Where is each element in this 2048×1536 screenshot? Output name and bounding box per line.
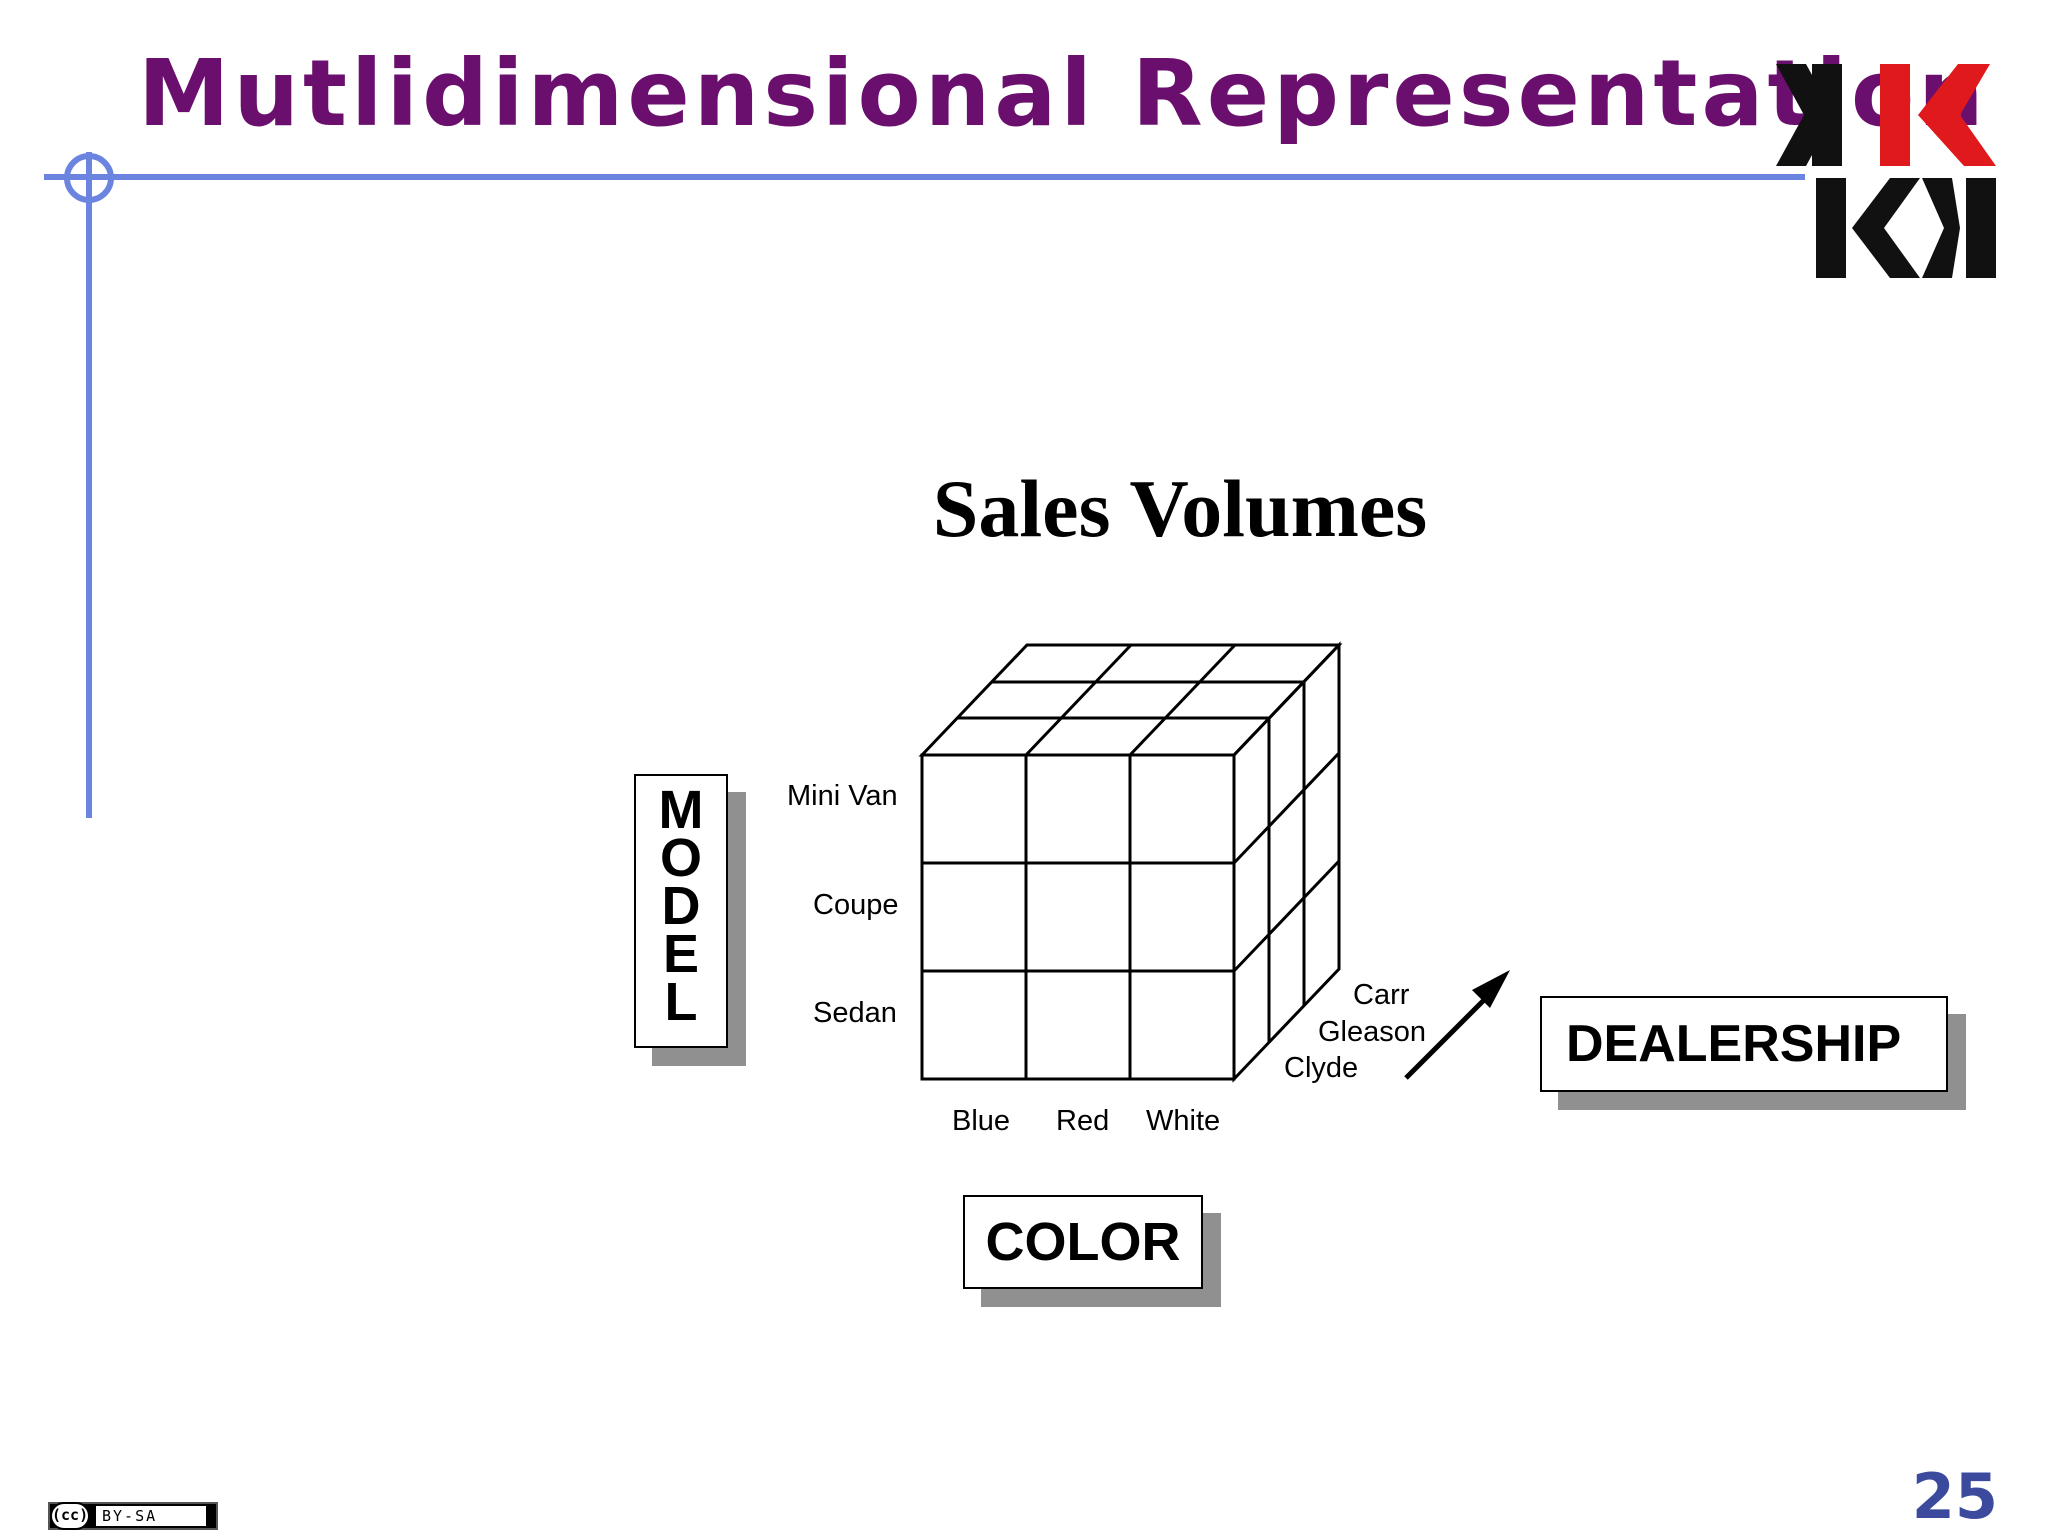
dealership-label-clyde: Clyde [1284,1052,1359,1084]
kk-logo-icon [1776,64,1996,278]
color-label-red: Red [1056,1105,1110,1137]
color-dimension-box: COLOR [963,1195,1203,1289]
model-label-mini-van: Mini Van [787,780,898,812]
model-letter: E [662,924,700,984]
cc-icon: (cc) [50,1502,90,1530]
crosshair-circle [64,153,114,203]
model-letter: M [658,780,704,840]
color-label-white: White [1146,1105,1221,1137]
model-label-coupe: Coupe [813,889,899,921]
model-letter: O [659,828,702,888]
license-text: BY-SA [96,1506,206,1526]
model-label-sedan: Sedan [813,997,897,1029]
page-number: 25 [1911,1460,1998,1533]
data-cube [918,641,1343,1083]
model-letter: D [661,876,701,936]
cube-top-face [918,643,1343,757]
dealership-label-carr: Carr [1353,979,1410,1011]
model-dimension-box: M O D E L [634,774,728,1048]
slide-title: Mutlidimensional Representation [138,40,1988,147]
dealership-dimension-box: DEALERSHIP [1540,996,1948,1092]
cube-front-face [920,753,1236,1081]
cube-right-face [1232,641,1341,1083]
diagram-title: Sales Volumes [932,463,1428,554]
color-label-blue: Blue [952,1105,1011,1137]
dealership-label-gleason: Gleason [1318,1016,1427,1048]
model-letter: L [664,972,698,1032]
dealership-arrow-icon [1404,970,1510,1080]
cc-license-badge[interactable]: (cc) BY-SA [48,1502,218,1530]
